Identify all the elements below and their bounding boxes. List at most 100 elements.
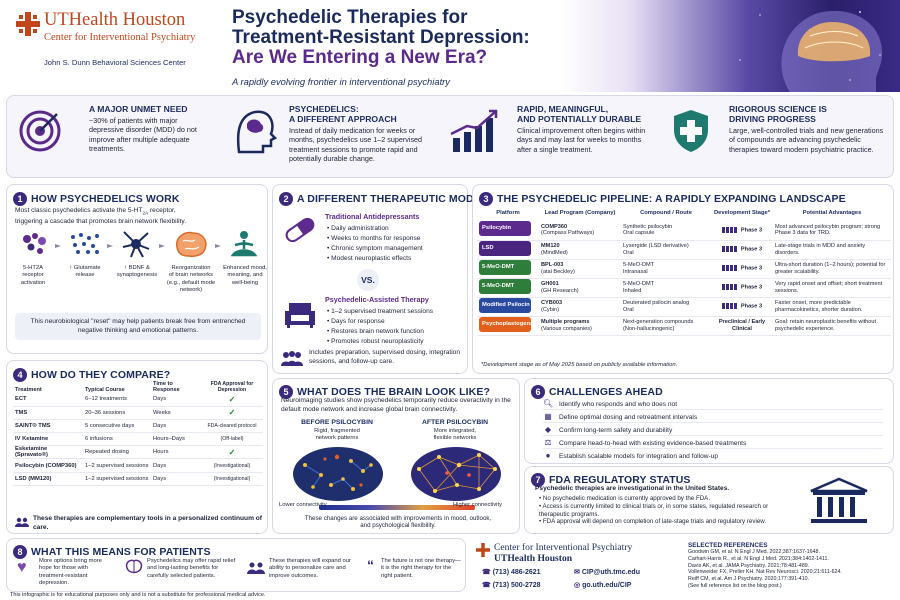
patient-point-2: Psychedelics may offer rapid relief and … — [147, 558, 236, 579]
contact-name-1: Center for Interventional Psychiatry — [494, 542, 633, 553]
website-link[interactable]: ◎ go.uth.edu/CIP — [574, 582, 632, 589]
col-header: FDA Approval for Depression — [210, 381, 254, 393]
section-number: 1 — [13, 191, 27, 206]
psychedelic-list: 1–2 supervised treatment sessions Days f… — [327, 307, 467, 347]
platform-pill: 5-MeO-DMT — [479, 259, 531, 275]
table-row: Psychoplastogens Multiple programs(Vario… — [477, 316, 891, 336]
section-number: 3 — [479, 191, 493, 206]
section-comparison: 4 HOW DO THEY COMPARE? Treatment Typical … — [6, 360, 268, 534]
col-header: Typical Course — [85, 387, 125, 393]
section-4-note: These therapies are complementary tools … — [33, 515, 263, 531]
org-name: UTHealth Houston — [44, 10, 186, 30]
platform-pill: Psychoplastogens — [479, 316, 531, 332]
col-header: Potential Advantages — [802, 210, 862, 216]
traditional-list: Daily administration Weeks to months for… — [327, 224, 467, 264]
after-title: AFTER PSILOCYBIN — [421, 419, 489, 426]
table-header-row: Treatment Typical Course Time to Respons… — [13, 379, 263, 393]
after-subtitle: More integrated,flexible networks — [433, 428, 477, 442]
table-header-row: Platform Lead Program (Company) Compound… — [477, 205, 891, 221]
hero-brain-image — [560, 0, 900, 92]
highlight-1-text: ~30% of patients with major depressive d… — [89, 116, 197, 154]
col-header: Lead Program (Company) — [544, 210, 616, 216]
section-1-intro: Most classic psychedelics activate the 5… — [15, 207, 187, 225]
calendar-icon: ▦ — [544, 412, 552, 421]
heart-icon: ♥ — [17, 559, 27, 576]
section-title: WHAT THIS MEANS FOR PATIENTS — [31, 545, 211, 558]
table-row: Psilocybin COMP360(Compass Pathways) Syn… — [477, 221, 891, 241]
psychedelic-title: Psychedelic-Assisted Therapy — [325, 295, 429, 304]
phone-2: ☎ (713) 500-2728 — [482, 582, 541, 589]
traditional-title: Traditional Antidepressants — [325, 212, 420, 221]
brain-network-icon — [173, 229, 209, 264]
platform-pill: Psilocybin — [479, 221, 531, 237]
shield-check-icon: ◆ — [544, 425, 552, 434]
highlight-3-title: RAPID, MEANINGFUL, AND POTENTIALLY DURAB… — [517, 104, 642, 124]
section-number: 4 — [13, 367, 27, 382]
quote-icon: “ — [367, 557, 374, 573]
list-item: ◆Confirm long-term safety and durability — [543, 423, 883, 436]
highlight-2-text: Instead of daily medication for weeks or… — [289, 126, 423, 164]
connectivity-scale — [319, 505, 475, 510]
magnifier-icon: 🔍︎ — [543, 399, 554, 408]
contact-logo — [476, 543, 490, 562]
highlight-1-title: A MAJOR UNMET NEED — [89, 104, 188, 114]
receptor-icon — [19, 231, 51, 262]
references: SELECTED REFERENCES Goodwin GM, et al. N… — [688, 538, 896, 600]
platform-pill: LSD — [479, 240, 531, 256]
references-title: SELECTED REFERENCES — [688, 542, 768, 549]
neuron-icon — [121, 229, 151, 264]
brain-head-icon — [233, 106, 278, 159]
section-title: FDA REGULATORY STATUS — [549, 473, 691, 486]
list-item: ⚖Compare head-to-head with existing evid… — [543, 436, 883, 449]
section-title: HOW PSYCHEDELICS WORK — [31, 192, 180, 205]
section-title: HOW DO THEY COMPARE? — [31, 368, 171, 381]
references-list: Goodwin GM, et al. N Engl J Med. 2022;38… — [688, 549, 842, 589]
section-title: THE PSYCHEDELIC PIPELINE: A RAPIDLY EXPA… — [497, 192, 846, 205]
highlight-2-title: PSYCHEDELICS: A DIFFERENT APPROACH — [289, 104, 397, 124]
before-title: BEFORE PSILOCYBIN — [301, 419, 373, 426]
section-title: A DIFFERENT THERAPEUTIC MODEL — [297, 192, 488, 205]
glutamate-icon — [69, 231, 101, 262]
scale-icon: ⚖ — [544, 438, 552, 447]
table-row: Modified Psilocin CYB003(Cybin) Deuterat… — [477, 297, 891, 317]
logo — [16, 12, 40, 36]
brain-before-image — [291, 445, 385, 508]
section-1-note: This neurobiological "reset" may help pa… — [15, 313, 261, 341]
vs-label: VS. — [357, 269, 379, 291]
section-5-note: These changes are associated with improv… — [304, 515, 492, 530]
pipeline-footnote: *Development stage as of May 2025 based … — [481, 362, 678, 368]
highlight-4-text: Large, well-controlled trials and new ge… — [729, 126, 884, 154]
col-header: Platform — [496, 210, 520, 216]
brain-icon — [125, 559, 143, 580]
people-icon: ● — [545, 451, 551, 460]
list-item: ▦Define optimal dosing and retreatment i… — [543, 410, 883, 423]
stage-indicator — [721, 245, 738, 252]
title-line-2: Treatment-Resistant Depression: — [232, 27, 530, 48]
scale-low-label: Lower connectivity — [279, 502, 327, 508]
highlight-3-text: Clinical improvement often begins within… — [517, 126, 646, 154]
section-title: WHAT DOES THE BRAIN LOOK LIKE? — [297, 385, 490, 398]
section-how-psychedelics-work: 1 HOW PSYCHEDELICS WORK Most classic psyc… — [6, 184, 268, 354]
page-title: Psychedelic Therapies for Treatment-Resi… — [232, 8, 530, 68]
growth-chart-icon — [449, 108, 499, 159]
shield-cross-icon — [671, 108, 711, 159]
check-icon: ✓ — [228, 394, 236, 404]
stage-indicator — [721, 264, 738, 271]
highlights-band: A MAJOR UNMET NEED ~30% of patients with… — [6, 95, 894, 178]
email-link[interactable]: ✉ CIP@uth.tmc.edu — [574, 569, 640, 576]
stage-indicator — [721, 302, 738, 309]
brain-head-illustration — [739, 10, 883, 92]
